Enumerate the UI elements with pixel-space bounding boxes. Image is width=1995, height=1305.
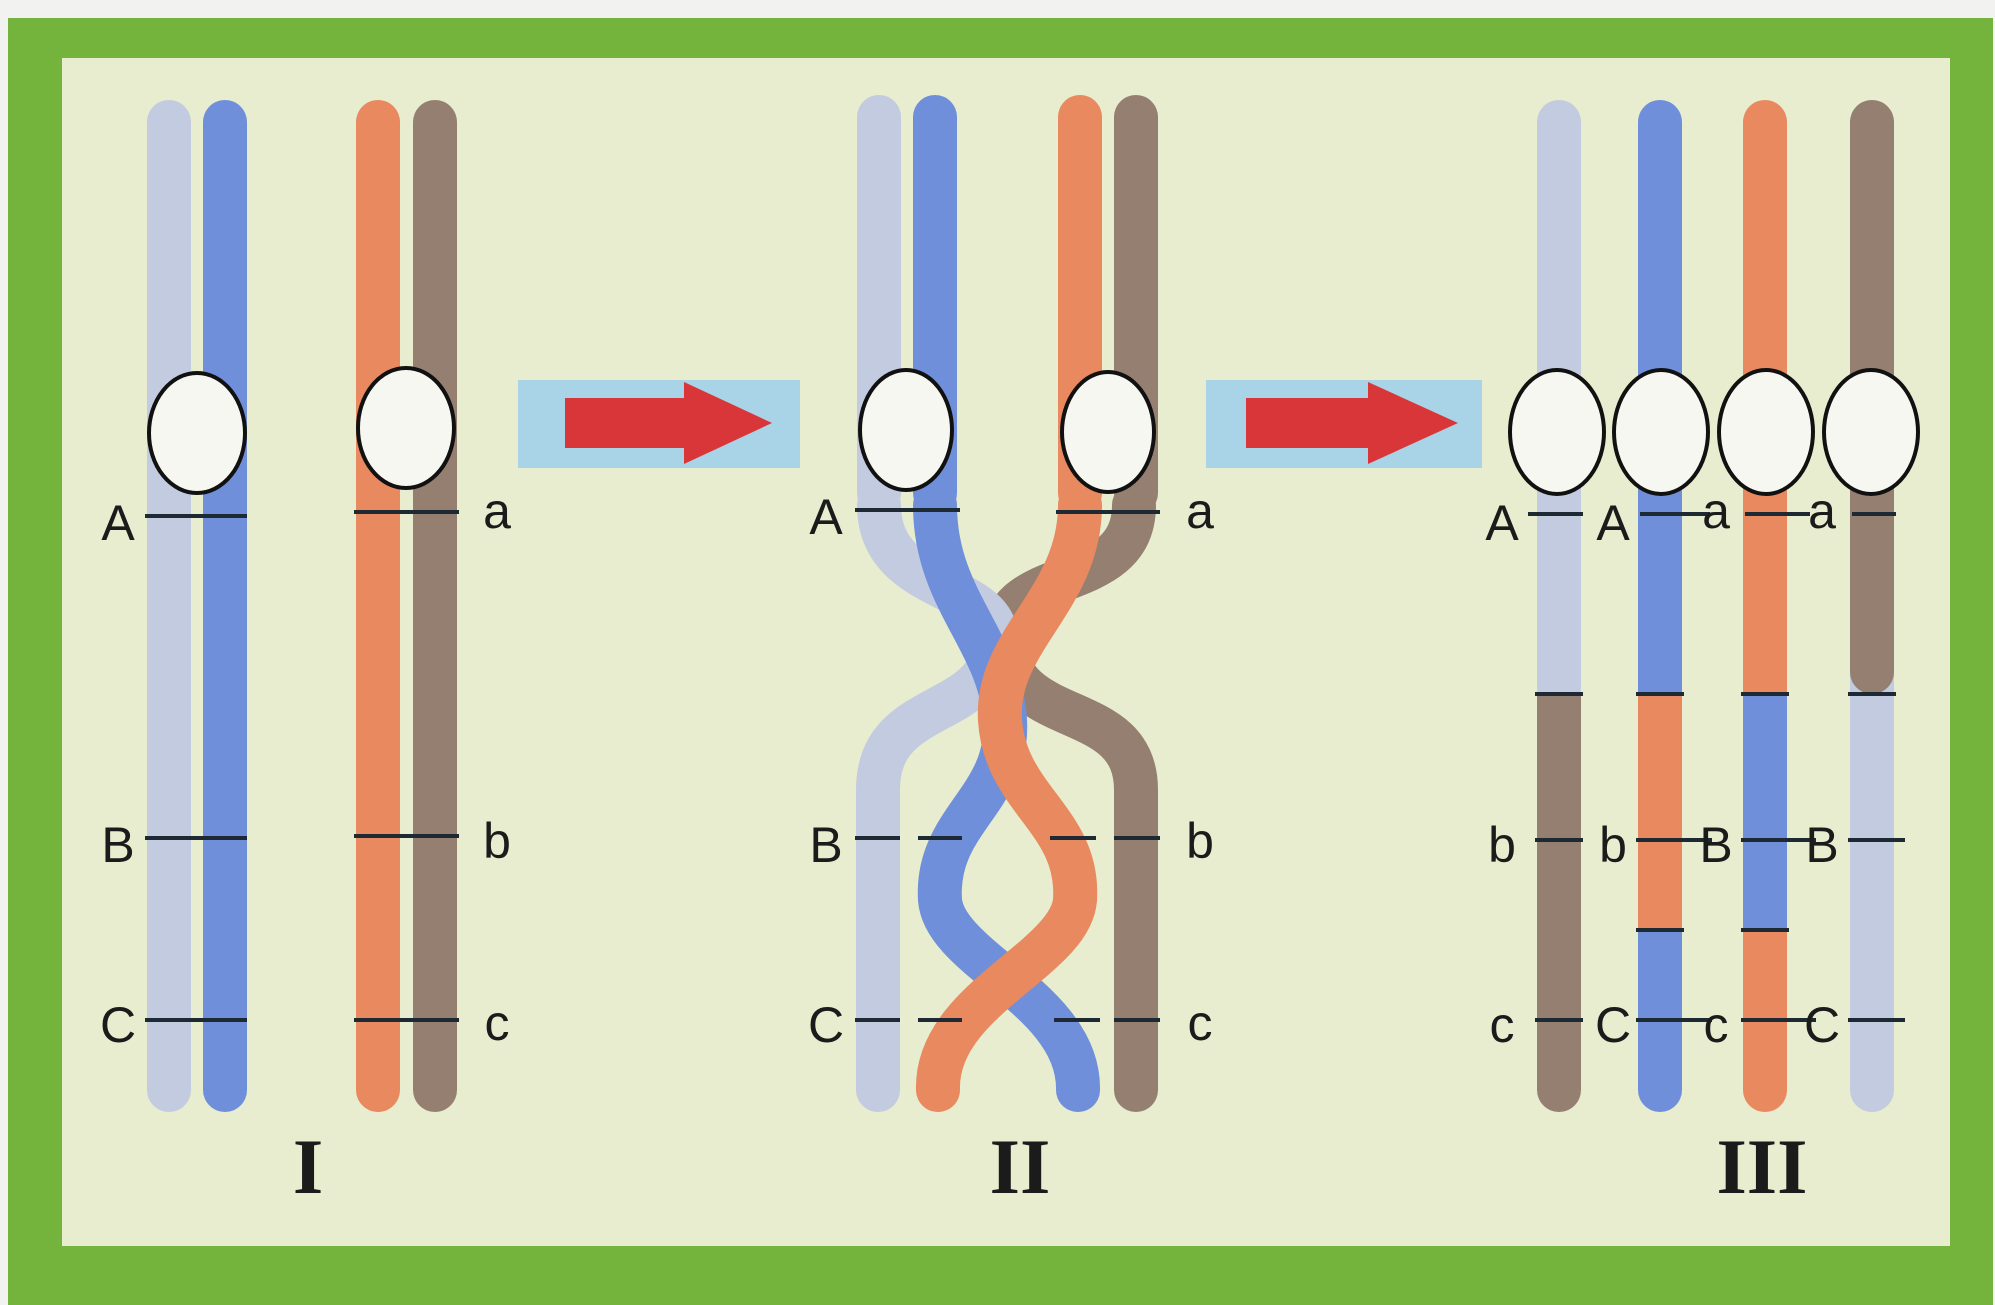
centromere <box>858 368 954 492</box>
chromatid-orange <box>356 100 400 1112</box>
label-A-chromatid-1: A <box>1485 495 1519 551</box>
stage-III-segment-boundaries <box>1535 692 1896 932</box>
stage-II-crossing-chromatids <box>856 483 1158 1112</box>
label-b-chromatid-2: b <box>1599 817 1627 873</box>
label-A: A <box>101 495 135 551</box>
label-a: a <box>1186 483 1214 539</box>
chromatid-brown <box>413 100 457 1112</box>
label-C: C <box>808 997 844 1053</box>
arrow-right-icon <box>565 382 772 464</box>
centromere <box>147 371 247 495</box>
segment-blue <box>1743 694 1787 930</box>
label-c: c <box>485 995 510 1051</box>
label-c-chromatid-1: c <box>1490 997 1515 1053</box>
stage-III-chromatid-1 <box>1537 100 1581 1112</box>
label-a-chromatid-4: a <box>1808 483 1836 539</box>
label-b-chromatid-1: b <box>1488 817 1516 873</box>
label-B-chromatid-4: B <box>1805 817 1838 873</box>
segment-brown <box>1537 694 1581 1112</box>
centromere <box>356 366 456 490</box>
stage-III-gene-loci <box>1528 512 1905 1022</box>
chromatid-light-blue <box>147 100 191 1112</box>
label-c-chromatid-3: c <box>1704 997 1729 1053</box>
label-C-chromatid-2: C <box>1595 997 1631 1053</box>
stage-III-chromatid-3 <box>1743 100 1787 1112</box>
centromere <box>1717 368 1815 496</box>
stage-III-chromatid-2 <box>1638 100 1682 1112</box>
centromere <box>1612 368 1710 496</box>
stage-III-chromatid-4 <box>1850 100 1894 1112</box>
segment-orange <box>1743 100 1787 1112</box>
stage-I-chromosome-2 <box>354 100 459 1112</box>
label-C: C <box>100 997 136 1053</box>
label-b: b <box>1186 813 1214 869</box>
label-B-chromatid-3: B <box>1699 817 1732 873</box>
stage-label-III: III <box>1716 1123 1807 1210</box>
label-a: a <box>483 483 511 539</box>
stage-II-gene-loci <box>855 508 1160 1022</box>
stage-label-I: I <box>293 1123 323 1210</box>
label-B: B <box>809 817 842 873</box>
chromatid-blue <box>203 100 247 1112</box>
stage-label-II: II <box>990 1123 1051 1210</box>
arrow-stage-I-to-II <box>518 380 800 468</box>
centromere <box>1508 368 1606 496</box>
segment-blue <box>1638 100 1682 1112</box>
stage-III-centromeres <box>1508 368 1920 496</box>
arrow-right-icon <box>1246 382 1458 464</box>
stage-I-chromosome-1 <box>145 100 247 1112</box>
stage-II-centromeres <box>858 368 1156 494</box>
label-b: b <box>483 813 511 869</box>
label-A-chromatid-2: A <box>1596 495 1630 551</box>
label-C-chromatid-4: C <box>1804 997 1840 1053</box>
chromatid-orange-crossing <box>916 483 1102 1112</box>
label-a-chromatid-3: a <box>1702 483 1730 539</box>
label-A: A <box>809 489 843 545</box>
label-c: c <box>1188 995 1213 1051</box>
segment-orange <box>1638 694 1682 930</box>
centromere <box>1060 370 1156 494</box>
label-B: B <box>101 817 134 873</box>
segment-brown-fill <box>1537 694 1581 734</box>
arrow-stage-II-to-III <box>1206 380 1482 468</box>
centromere <box>1822 368 1920 496</box>
